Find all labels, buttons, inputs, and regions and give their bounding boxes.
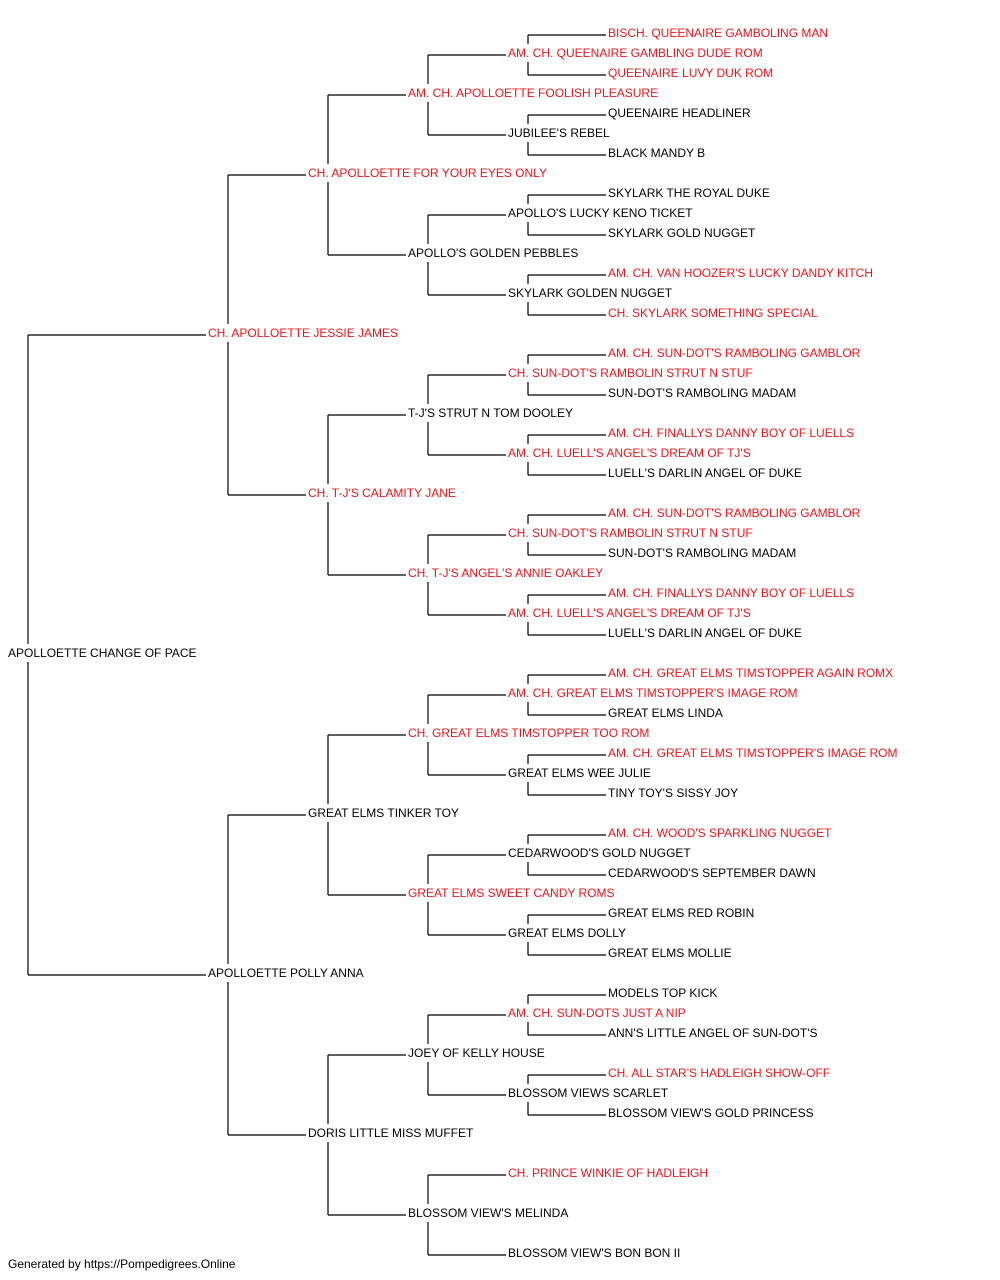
ancestor-name: GREAT ELMS LINDA [608,706,723,720]
ancestor-name: AM. CH. SUN-DOTS JUST A NIP [508,1006,686,1020]
ancestor-name: AM. CH. APOLLOETTE FOOLISH PLEASURE [408,86,658,100]
ancestor-name: AM. CH. SUN-DOT'S RAMBOLING GAMBLOR [608,506,861,520]
ancestor-name: AM. CH. FINALLYS DANNY BOY OF LUELLS [608,426,854,440]
ancestor-name: CH. APOLLOETTE JESSIE JAMES [208,326,398,340]
ancestor-name: GREAT ELMS SWEET CANDY ROMS [408,886,614,900]
ancestor-name: LUELL'S DARLIN ANGEL OF DUKE [608,626,802,640]
ancestor-name: AM. CH. QUEENAIRE GAMBLING DUDE ROM [508,46,763,60]
ancestor-name: GREAT ELMS MOLLIE [608,946,732,960]
ancestor-name: APOLLOETTE POLLY ANNA [208,966,364,980]
ancestor-name: CH. ALL STAR'S HADLEIGH SHOW-OFF [608,1066,830,1080]
ancestor-name: CH. APOLLOETTE FOR YOUR EYES ONLY [308,166,547,180]
ancestor-name: JUBILEE'S REBEL [508,126,610,140]
ancestor-name: QUEENAIRE HEADLINER [608,106,751,120]
ancestor-name: BLOSSOM VIEW'S MELINDA [408,1206,568,1220]
ancestor-name: CEDARWOOD'S SEPTEMBER DAWN [608,866,816,880]
ancestor-name: BLOSSOM VIEWS SCARLET [508,1086,669,1100]
ancestor-name: SKYLARK GOLD NUGGET [608,226,756,240]
ancestor-name: LUELL'S DARLIN ANGEL OF DUKE [608,466,802,480]
ancestor-name: CH. GREAT ELMS TIMSTOPPER TOO ROM [408,726,649,740]
ancestor-name: BISCH. QUEENAIRE GAMBOLING MAN [608,26,828,40]
ancestor-name: T-J'S STRUT N TOM DOOLEY [408,406,573,420]
subject-name: APOLLOETTE CHANGE OF PACE [8,646,196,660]
ancestor-name: AM. CH. LUELL'S ANGEL'S DREAM OF TJ'S [508,446,751,460]
ancestor-name: AM. CH. GREAT ELMS TIMSTOPPER'S IMAGE RO… [608,746,897,760]
ancestor-name: SKYLARK THE ROYAL DUKE [608,186,770,200]
ancestor-name: AM. CH. WOOD'S SPARKLING NUGGET [608,826,832,840]
ancestor-name: SUN-DOT'S RAMBOLING MADAM [608,386,796,400]
ancestor-name: CH. SUN-DOT'S RAMBOLIN STRUT N STUF [508,366,753,380]
ancestor-name: AM. CH. VAN HOOZER'S LUCKY DANDY KITCH [608,266,873,280]
ancestor-name: AM. CH. LUELL'S ANGEL'S DREAM OF TJ'S [508,606,751,620]
ancestor-name: AM. CH. GREAT ELMS TIMSTOPPER'S IMAGE RO… [508,686,797,700]
ancestor-name: CH. T-J'S ANGEL'S ANNIE OAKLEY [408,566,603,580]
ancestor-name: CH. SKYLARK SOMETHING SPECIAL [608,306,818,320]
ancestor-name: GREAT ELMS DOLLY [508,926,626,940]
footer-credit: Generated by https://Pompedigrees.Online [8,1257,236,1271]
ancestor-name: GREAT ELMS TINKER TOY [308,806,459,820]
ancestor-name: SUN-DOT'S RAMBOLING MADAM [608,546,796,560]
connector-lines [27,34,606,1256]
name-labels: APOLLOETTE CHANGE OF PACE CH. APOLLOETTE … [8,26,897,1260]
ancestor-name: CEDARWOOD'S GOLD NUGGET [508,846,691,860]
ancestor-name: AM. CH. FINALLYS DANNY BOY OF LUELLS [608,586,854,600]
ancestor-name: BLACK MANDY B [608,146,705,160]
ancestor-name: QUEENAIRE LUVY DUK ROM [608,66,773,80]
ancestor-name: APOLLO'S GOLDEN PEBBLES [408,246,578,260]
ancestor-name: CH. PRINCE WINKIE OF HADLEIGH [508,1166,708,1180]
ancestor-name: CH. T-J'S CALAMITY JANE [308,486,456,500]
ancestor-name: DORIS LITTLE MISS MUFFET [308,1126,474,1140]
ancestor-name: MODELS TOP KICK [608,986,717,1000]
ancestor-name: GREAT ELMS WEE JULIE [508,766,651,780]
ancestor-name: AM. CH. SUN-DOT'S RAMBOLING GAMBLOR [608,346,861,360]
ancestor-name: SKYLARK GOLDEN NUGGET [508,286,673,300]
ancestor-name: ANN'S LITTLE ANGEL OF SUN-DOT'S [608,1026,818,1040]
ancestor-name: CH. SUN-DOT'S RAMBOLIN STRUT N STUF [508,526,753,540]
ancestor-name: BLOSSOM VIEW'S BON BON II [508,1246,680,1260]
ancestor-name: AM. CH. GREAT ELMS TIMSTOPPER AGAIN ROMX [608,666,893,680]
ancestor-name: GREAT ELMS RED ROBIN [608,906,754,920]
ancestor-name: BLOSSOM VIEW'S GOLD PRINCESS [608,1106,814,1120]
ancestor-name: JOEY OF KELLY HOUSE [408,1046,545,1060]
ancestor-name: APOLLO'S LUCKY KENO TICKET [508,206,693,220]
ancestor-name: TINY TOY'S SISSY JOY [608,786,738,800]
